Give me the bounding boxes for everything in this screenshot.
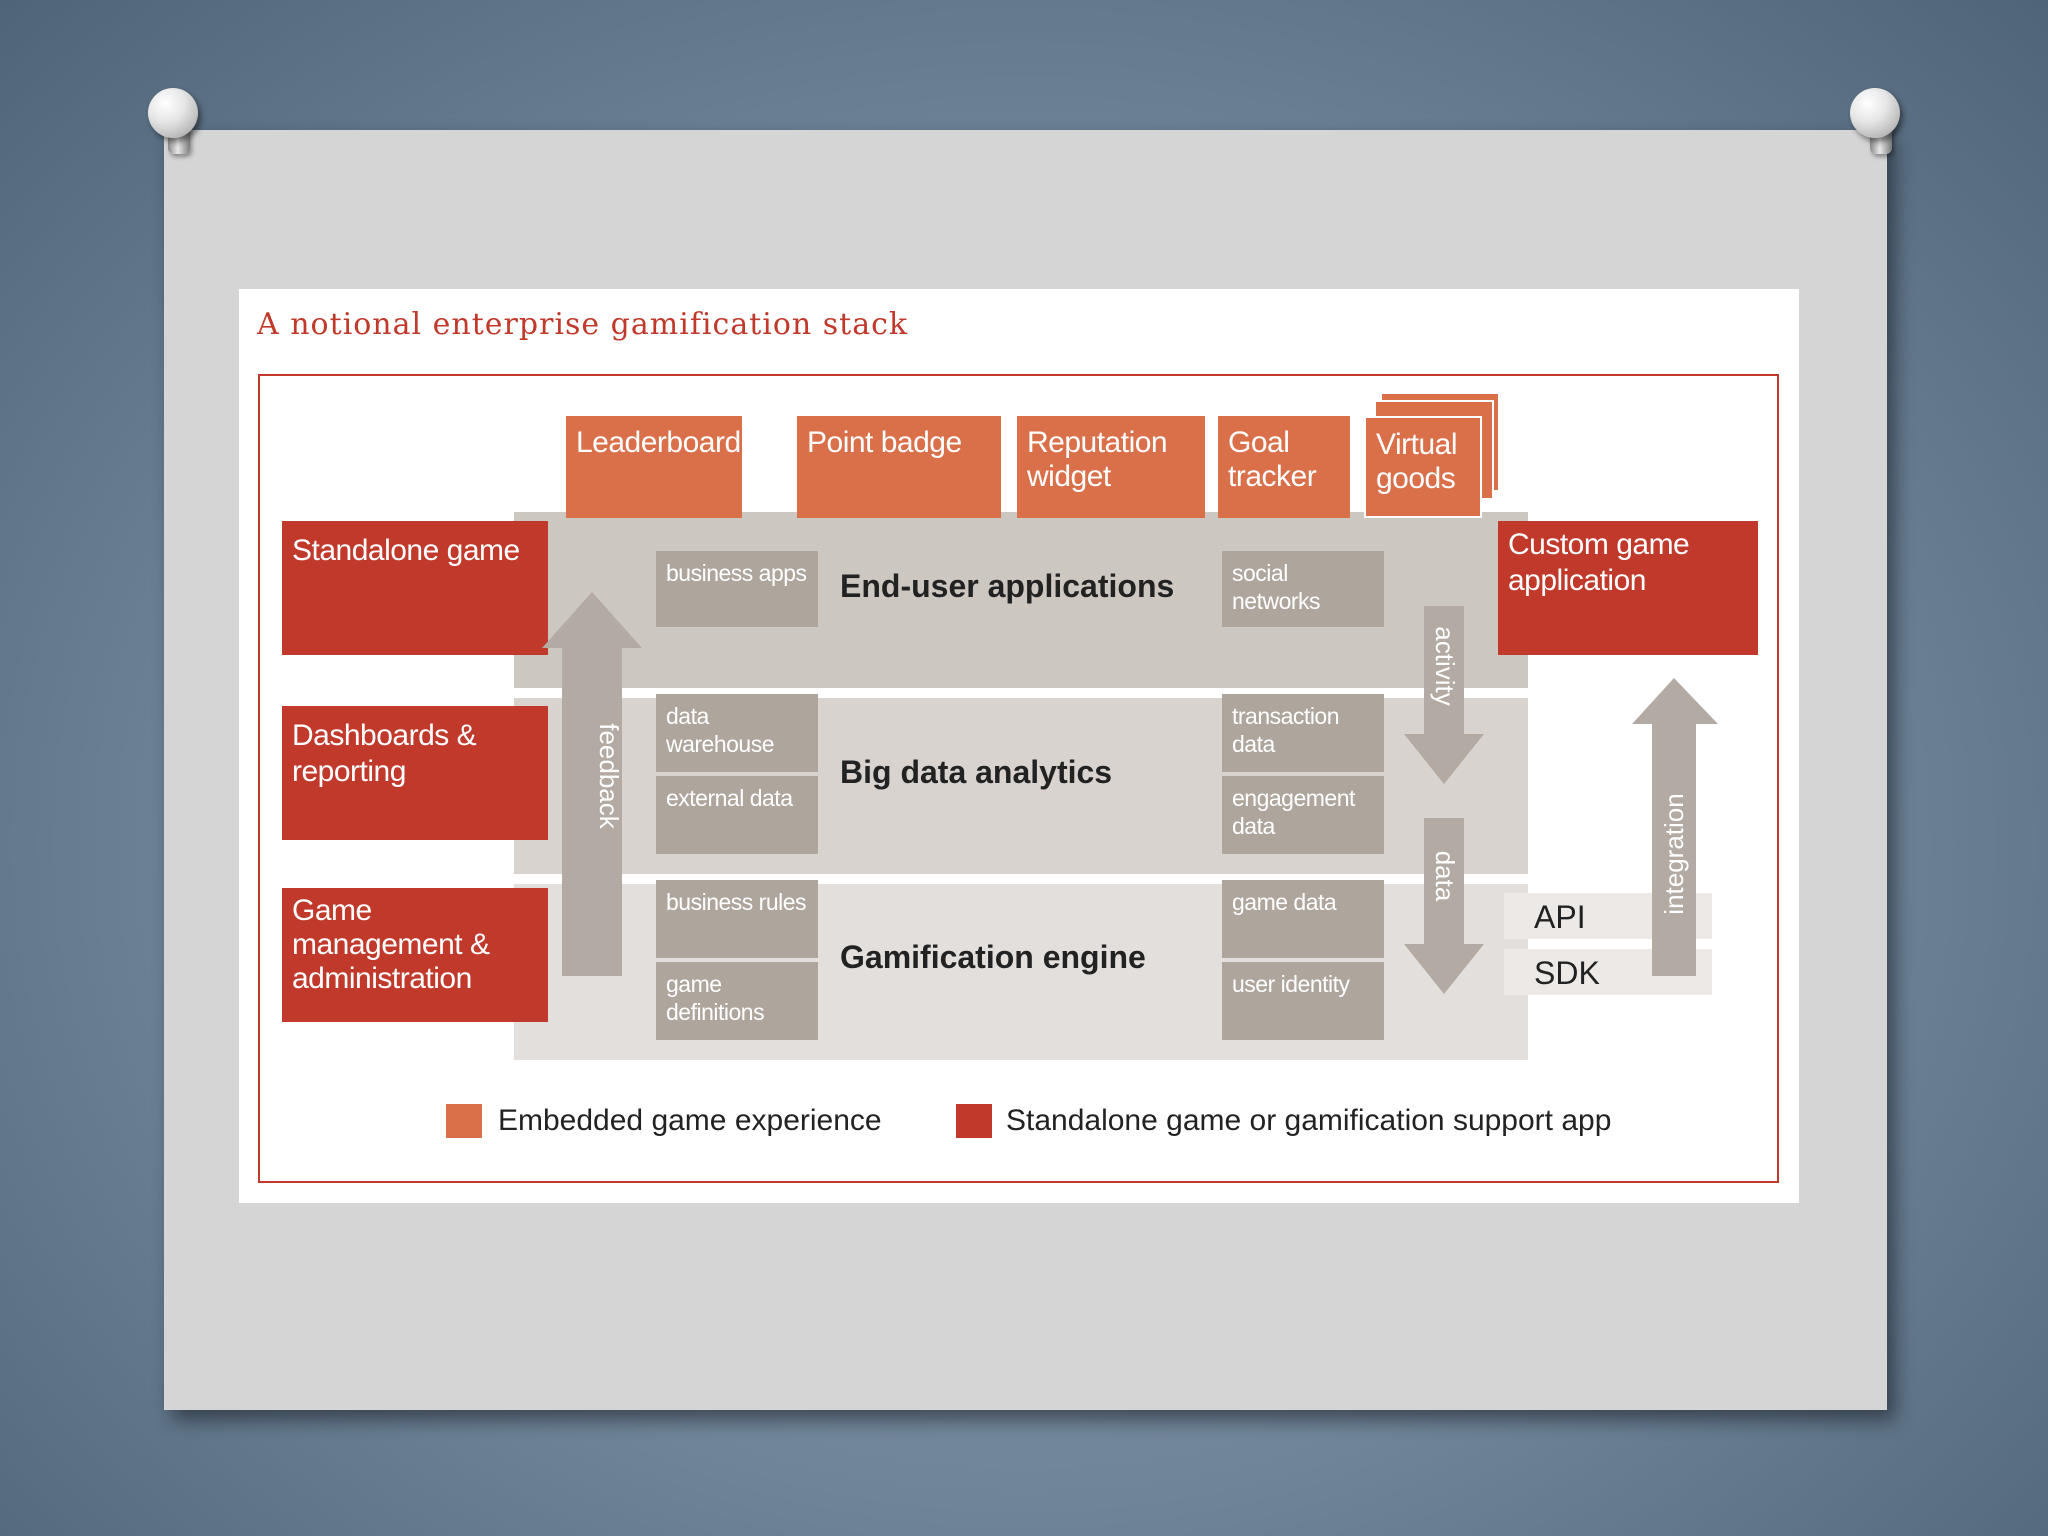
feedback-arrow-icon	[542, 592, 642, 976]
feedback-label: feedback	[594, 723, 624, 830]
legend-swatch-standalone	[956, 1104, 992, 1138]
legend-standalone: Standalone game or gamification support …	[1006, 1104, 1611, 1138]
data-arrow-icon	[1404, 818, 1484, 994]
figure-title: A notional enterprise gamification stack	[257, 307, 908, 342]
arrows-layer: feedback activity data integration	[260, 376, 1781, 1185]
pushpin-icon	[148, 88, 204, 144]
data-label: data	[1430, 851, 1460, 902]
activity-label: activity	[1430, 626, 1460, 705]
pushpin-icon	[1850, 88, 1906, 144]
legend-swatch-embedded	[446, 1104, 482, 1138]
diagram-frame: Leaderboard Point badge Reputation widge…	[258, 374, 1779, 1183]
diagram-figure: A notional enterprise gamification stack…	[239, 289, 1799, 1203]
integration-label: integration	[1659, 793, 1689, 914]
legend-embedded: Embedded game experience	[498, 1104, 882, 1138]
